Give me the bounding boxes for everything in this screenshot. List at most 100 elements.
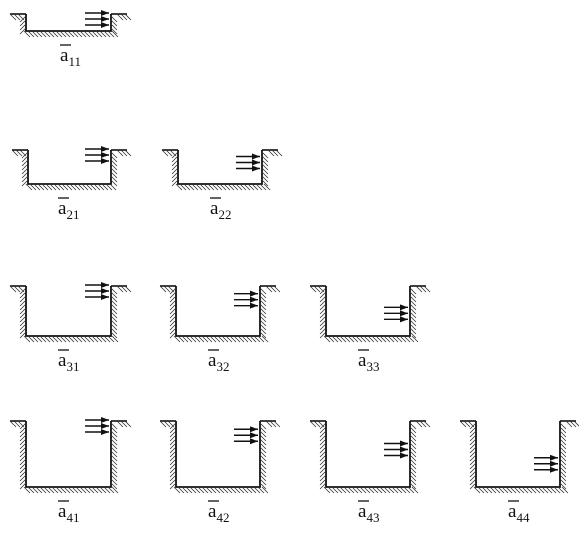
left-wall-hatch xyxy=(19,15,27,35)
bottom-hatch xyxy=(23,486,119,494)
right-wall-hatch xyxy=(259,422,267,490)
channel-outline xyxy=(25,286,112,337)
left-wall-hatch xyxy=(19,287,27,339)
bottom-hatch xyxy=(415,420,431,428)
label-subscript: 21 xyxy=(66,207,79,222)
label-letter: a xyxy=(58,501,67,522)
channel-diagram-44: a44 xyxy=(459,420,579,525)
right-wall-hatch xyxy=(110,151,118,187)
right-wall-hatch xyxy=(110,422,118,490)
bottom-hatch xyxy=(9,420,25,428)
channel-outline xyxy=(325,421,411,488)
bottom-hatch xyxy=(116,149,132,157)
label-43: a43 xyxy=(358,501,379,525)
label-44: a44 xyxy=(508,501,530,525)
label-letter: a xyxy=(60,45,69,66)
right-wall-hatch xyxy=(559,422,567,490)
bottom-hatch xyxy=(323,486,419,494)
bottom-hatch xyxy=(173,335,269,343)
bottom-hatch xyxy=(459,420,475,428)
bottom-hatch xyxy=(159,285,175,293)
bottom-hatch xyxy=(116,420,132,428)
bottom-hatch xyxy=(11,149,27,157)
bottom-hatch xyxy=(159,420,175,428)
left-wall-hatch xyxy=(469,422,477,490)
bottom-hatch xyxy=(267,149,283,157)
label-letter: a xyxy=(358,350,367,371)
bottom-hatch xyxy=(9,13,25,21)
channel-outline xyxy=(325,286,411,337)
label-31: a31 xyxy=(58,350,79,374)
bottom-hatch xyxy=(23,30,119,38)
label-letter: a xyxy=(508,501,517,522)
label-subscript: 31 xyxy=(66,359,79,374)
channel-diagram-21: a21 xyxy=(11,146,132,222)
channel-diagram-33: a33 xyxy=(309,285,431,374)
label-11: a11 xyxy=(60,45,81,69)
bottom-hatch xyxy=(265,285,281,293)
label-letter: a xyxy=(208,350,217,371)
label-letter: a xyxy=(58,350,67,371)
bottom-hatch xyxy=(116,13,132,21)
label-subscript: 42 xyxy=(216,510,229,525)
channel-diagram-31: a31 xyxy=(9,282,132,374)
channel-outline xyxy=(475,421,561,488)
left-wall-hatch xyxy=(169,287,177,339)
label-subscript: 43 xyxy=(366,510,379,525)
right-wall-hatch xyxy=(110,287,118,339)
left-wall-hatch xyxy=(171,151,179,187)
label-subscript: 22 xyxy=(218,207,231,222)
label-subscript: 33 xyxy=(366,359,379,374)
bottom-hatch xyxy=(323,335,419,343)
channel-diagram-42: a42 xyxy=(159,420,281,525)
label-subscript: 41 xyxy=(66,510,79,525)
label-subscript: 11 xyxy=(68,54,81,69)
channel-diagram-22: a22 xyxy=(161,149,283,222)
label-letter: a xyxy=(358,501,367,522)
bottom-hatch xyxy=(116,285,132,293)
right-wall-hatch xyxy=(409,287,417,339)
channel-outline xyxy=(25,14,112,32)
label-subscript: 32 xyxy=(216,359,229,374)
right-wall-hatch xyxy=(261,151,269,187)
label-21: a21 xyxy=(58,198,79,222)
left-wall-hatch xyxy=(19,422,27,490)
right-wall-hatch xyxy=(409,422,417,490)
label-22: a22 xyxy=(210,198,231,222)
label-letter: a xyxy=(208,501,217,522)
bottom-hatch xyxy=(23,335,119,343)
channel-outline xyxy=(177,150,263,185)
bottom-hatch xyxy=(473,486,569,494)
label-subscript: 44 xyxy=(516,510,530,525)
left-wall-hatch xyxy=(319,422,327,490)
label-letter: a xyxy=(210,198,219,219)
bottom-hatch xyxy=(415,285,431,293)
bottom-hatch xyxy=(309,420,325,428)
right-wall-hatch xyxy=(259,287,267,339)
channel-diagram-32: a32 xyxy=(159,285,281,374)
right-wall-hatch xyxy=(110,15,118,35)
label-41: a41 xyxy=(58,501,79,525)
left-wall-hatch xyxy=(21,151,29,187)
left-wall-hatch xyxy=(319,287,327,339)
label-32: a32 xyxy=(208,350,229,374)
bottom-hatch xyxy=(175,183,271,191)
channel-diagram-41: a41 xyxy=(9,417,132,525)
channel-outline xyxy=(175,421,261,488)
channel-diagram-11: a11 xyxy=(9,10,132,69)
label-33: a33 xyxy=(358,350,379,374)
label-letter: a xyxy=(58,198,67,219)
channel-outline xyxy=(27,150,112,185)
bottom-hatch xyxy=(161,149,177,157)
bottom-hatch xyxy=(25,183,117,191)
bottom-hatch xyxy=(173,486,269,494)
bottom-hatch xyxy=(265,420,281,428)
channel-outline xyxy=(25,421,112,488)
label-42: a42 xyxy=(208,501,229,525)
channel-diagram-43: a43 xyxy=(309,420,431,525)
bottom-hatch xyxy=(565,420,579,428)
left-wall-hatch xyxy=(169,422,177,490)
bottom-hatch xyxy=(9,285,25,293)
